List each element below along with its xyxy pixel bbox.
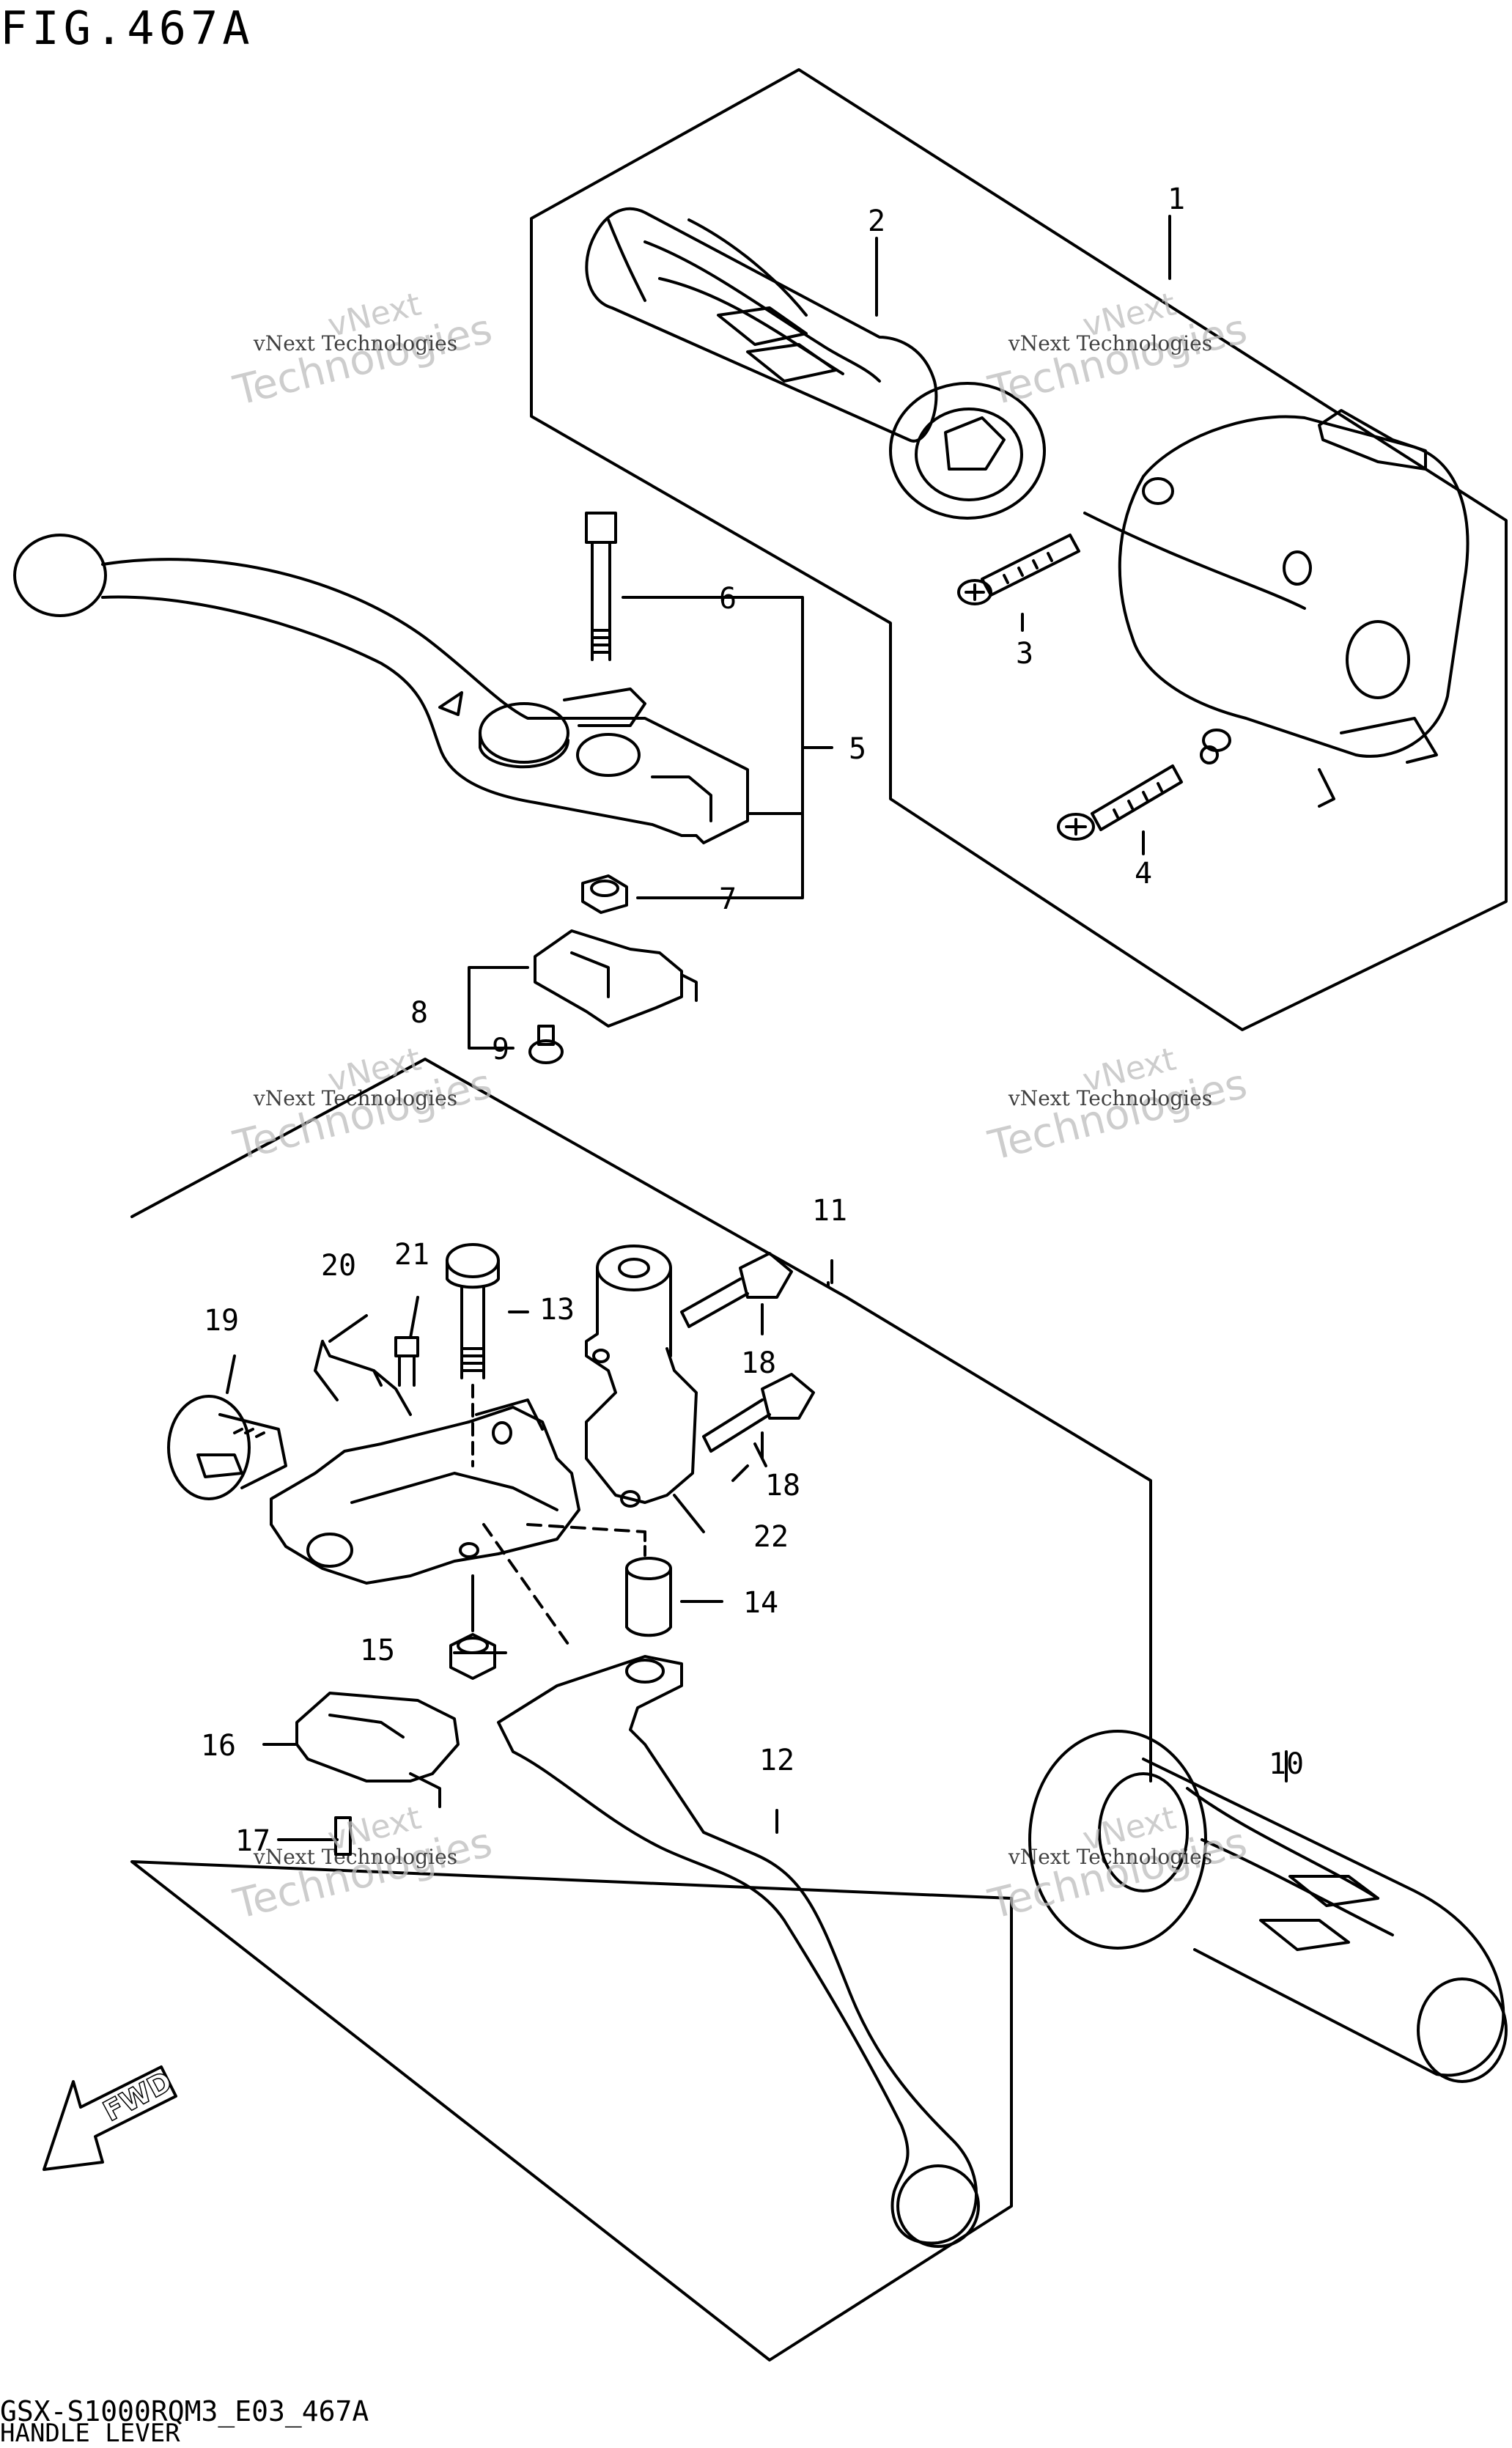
callout-8: 8: [410, 996, 428, 1030]
switch-8-drawing: [534, 929, 698, 1028]
callout-18: 18: [765, 1469, 800, 1503]
leader-bracket-8: [468, 966, 529, 1050]
switch-16-drawing: [295, 1692, 460, 1808]
assembly-outline-upper: [530, 68, 1508, 1031]
bolt-18-upper-drawing: [680, 1252, 793, 1328]
callout-5: 5: [849, 732, 866, 766]
callout-13: 13: [539, 1293, 575, 1327]
callout-16: 16: [201, 1729, 236, 1763]
figure-title: FIG.467A: [0, 1, 254, 55]
callout-7: 7: [719, 882, 737, 916]
leader-bracket-5: [622, 596, 833, 899]
callout-12: 12: [759, 1744, 794, 1777]
footer-section-name: HANDLE LEVER: [0, 2419, 180, 2448]
watermark-line1: vNext Technologies: [1008, 331, 1212, 355]
footer-model-code: GSX-S1000RQM3_E03_467A: [0, 2395, 369, 2427]
watermark-line1: vNext Technologies: [253, 331, 457, 355]
screw-4-drawing: [1057, 745, 1219, 841]
watermark-line1: vNext Technologies: [1008, 1086, 1212, 1110]
callout-4: 4: [1135, 857, 1152, 891]
spring-20-drawing: [314, 1340, 412, 1416]
bolt-13-drawing: [446, 1243, 500, 1467]
fwd-arrow-drawing: [43, 2065, 177, 2171]
assembly-outline-lower: [130, 1058, 1152, 2362]
callout-20: 20: [321, 1249, 356, 1283]
callout-3: 3: [1016, 637, 1033, 671]
screw-17-drawing: [334, 1816, 352, 1856]
bolt-6-drawing: [585, 512, 617, 661]
callout-19: 19: [204, 1304, 239, 1338]
callout-6: 6: [719, 582, 737, 616]
lever-holder-drawing: [270, 1398, 580, 1585]
callout-1: 1: [1168, 183, 1185, 216]
callout-21: 21: [394, 1238, 429, 1272]
centerline: [482, 1523, 646, 1651]
callout-15: 15: [360, 1634, 395, 1667]
callout-9: 9: [492, 1033, 509, 1066]
callout-18: 18: [741, 1346, 776, 1380]
watermark-line1: vNext Technologies: [253, 1845, 457, 1869]
switch-housing-1-drawing: [1083, 409, 1469, 808]
fwd-label: FWD: [98, 2065, 177, 2128]
nut-7-drawing: [581, 874, 628, 914]
callout-14: 14: [743, 1586, 778, 1620]
screw-3-drawing: [957, 534, 1080, 605]
brake-lever-5-drawing: [13, 534, 749, 844]
screw-9-drawing: [528, 1025, 564, 1064]
clamp-22-drawing: [585, 1245, 698, 1508]
grip-10-drawing: [1028, 1730, 1508, 2083]
watermark-line1: vNext Technologies: [1008, 1845, 1212, 1869]
callout-10: 10: [1269, 1747, 1304, 1781]
grip-2-drawing: [585, 207, 1046, 520]
bolt-18-lower-drawing: [702, 1373, 815, 1453]
leader-lines: [226, 215, 1288, 1841]
collar-14-drawing: [625, 1530, 672, 1637]
callout-2: 2: [868, 204, 885, 238]
adjuster-knob-19-drawing: [167, 1395, 287, 1500]
watermark-line1: vNext Technologies: [253, 1086, 457, 1110]
callout-22: 22: [753, 1520, 789, 1554]
callout-11: 11: [812, 1194, 847, 1228]
callout-17: 17: [235, 1824, 270, 1858]
clutch-lever-12-drawing: [497, 1655, 980, 2248]
